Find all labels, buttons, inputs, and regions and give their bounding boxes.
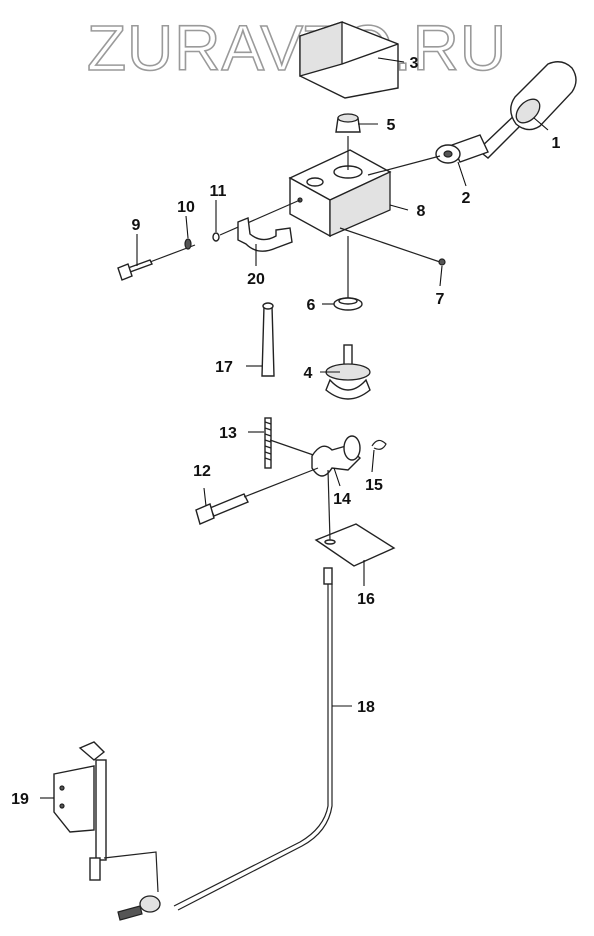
part-6-bushing: [333, 297, 363, 311]
part-18-cable: [173, 567, 333, 911]
part-3-cover: [299, 21, 399, 99]
part-label-3: 3: [410, 55, 419, 72]
part-label-9: 9: [132, 217, 141, 234]
part-8-housing-block: [288, 149, 392, 238]
part-number-labels: 1 2 3 4 5 6 7 8 9 10 11 12 13 14 15 16 1…: [11, 55, 560, 808]
part-1-handle-knob: [476, 61, 577, 159]
part-4-ball-joint: [325, 344, 371, 400]
part-11-ring: [212, 232, 220, 242]
part-label-2: 2: [462, 190, 471, 207]
part-9-bolt: [117, 259, 153, 281]
part-label-6: 6: [307, 297, 316, 314]
part-label-20: 20: [247, 271, 265, 288]
part-label-12: 12: [193, 463, 211, 480]
part-5-nut: [335, 113, 361, 133]
part-13-threaded-rod: [264, 417, 272, 469]
part-label-5: 5: [387, 117, 396, 134]
part-label-19: 19: [11, 791, 29, 808]
part-label-10: 10: [177, 199, 195, 216]
part-2-lever-eye: [435, 134, 489, 164]
part-10-washer: [184, 238, 192, 250]
part-label-15: 15: [365, 477, 383, 494]
part-7-ball: [438, 258, 446, 266]
part-20-clamp: [237, 217, 293, 252]
part-label-16: 16: [357, 591, 375, 608]
part-label-4: 4: [304, 365, 313, 382]
watermark-text: ZURAVTO.RU: [87, 12, 507, 84]
part-14-swivel: [311, 435, 362, 477]
part-label-7: 7: [436, 291, 445, 308]
part-label-11: 11: [210, 183, 227, 200]
part-15-clip: [371, 439, 387, 450]
part-12-bolt: [195, 493, 249, 525]
part-label-14: 14: [333, 491, 351, 508]
leader-lines: [40, 57, 549, 799]
cable-end-connector: [117, 895, 161, 921]
part-16-plate: [314, 523, 396, 567]
part-label-1: 1: [552, 135, 561, 152]
part-label-18: 18: [357, 699, 375, 716]
part-label-17: 17: [215, 359, 233, 376]
part-label-13: 13: [219, 425, 237, 442]
part-19-bracket: [53, 741, 159, 893]
part-17-rod-end: [261, 302, 275, 377]
part-label-8: 8: [417, 203, 426, 220]
